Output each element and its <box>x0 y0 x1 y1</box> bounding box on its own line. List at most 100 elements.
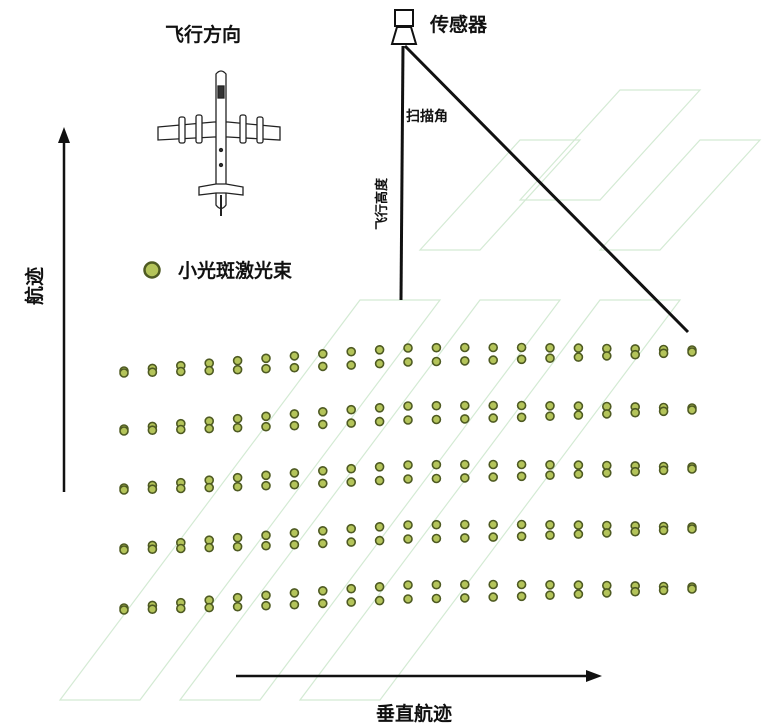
laser-spot <box>261 530 271 541</box>
laser-spot <box>545 579 555 590</box>
laser-spot <box>346 360 357 370</box>
laser-spot <box>261 353 271 364</box>
laser-spot <box>573 580 584 590</box>
laser-spot <box>289 599 300 610</box>
laser-spot <box>346 404 357 415</box>
laser-spot <box>545 353 555 364</box>
laser-spot <box>431 400 442 411</box>
flight-direction-label: 飞行方向 <box>165 23 241 46</box>
laser-spot <box>374 461 385 472</box>
laser-spot <box>147 484 158 495</box>
laser-spot <box>573 401 584 411</box>
laser-spot-grid <box>119 342 697 615</box>
laser-spot <box>459 459 470 470</box>
laser-spot <box>516 354 527 365</box>
sensor-icon <box>390 9 418 45</box>
sensor-label: 传感器 <box>429 13 488 36</box>
laser-spot <box>374 416 385 427</box>
laser-spot <box>516 591 527 602</box>
laser-spot <box>317 406 328 417</box>
laser-spot <box>516 471 527 482</box>
laser-spot <box>630 349 641 360</box>
laser-spot <box>119 426 129 436</box>
laser-spot <box>630 526 641 537</box>
track-label: 航迹 <box>23 267 46 305</box>
laser-spot <box>516 342 527 353</box>
laser-spot <box>403 534 413 544</box>
laser-spot <box>431 593 442 604</box>
legend-spot-icon <box>143 261 161 279</box>
laser-spot <box>658 465 669 476</box>
laser-spot <box>176 366 186 377</box>
laser-spot <box>204 602 214 613</box>
laser-spot <box>147 425 158 436</box>
laser-spot <box>289 479 300 490</box>
laser-spot <box>573 529 584 539</box>
laser-spot <box>573 589 584 599</box>
laser-spot <box>488 400 499 411</box>
laser-spot <box>374 581 385 592</box>
aircraft-icon <box>157 70 281 216</box>
laser-spot <box>545 470 555 481</box>
flight-height-label: 飞行高度 <box>374 177 390 230</box>
laser-spot <box>289 420 300 431</box>
laser-spot <box>346 537 357 547</box>
laser-spot <box>261 411 271 422</box>
laser-spot <box>658 585 669 596</box>
laser-spot <box>459 342 470 353</box>
laser-spot <box>431 459 442 470</box>
laser-spot <box>346 523 357 534</box>
laser-spot <box>573 460 584 470</box>
laser-spot <box>545 590 555 601</box>
laser-spot <box>459 414 470 424</box>
laser-spot <box>232 355 243 366</box>
track-arrow <box>58 127 70 492</box>
laser-spot <box>403 474 413 484</box>
laser-spot <box>374 358 385 369</box>
laser-spot <box>317 598 328 609</box>
laser-spot <box>317 538 328 549</box>
laser-spot <box>289 539 300 550</box>
laser-spot <box>687 405 697 415</box>
laser-spot <box>545 530 555 541</box>
laser-spot <box>176 483 186 494</box>
scan-angle-label: 扫描角 <box>406 108 448 125</box>
laser-spot <box>545 400 555 411</box>
laser-spot <box>346 477 357 487</box>
laser-spot <box>658 406 669 417</box>
laser-spot <box>176 603 186 614</box>
laser-spot <box>204 542 214 553</box>
cross-track-arrow <box>236 670 602 682</box>
watermark <box>58 89 762 701</box>
laser-spot <box>403 343 413 353</box>
laser-spot <box>545 459 555 470</box>
laser-spot <box>488 532 499 542</box>
laser-spot <box>516 579 527 590</box>
laser-spot <box>630 466 641 477</box>
laser-spot <box>573 469 584 479</box>
laser-spot <box>403 460 413 470</box>
laser-spot <box>346 597 357 607</box>
laser-spot <box>431 342 442 353</box>
laser-spot <box>232 601 243 612</box>
laser-spot <box>147 544 158 555</box>
laser-spot <box>431 473 442 484</box>
laser-spot <box>261 590 271 601</box>
laser-spot <box>545 519 555 530</box>
laser-spot <box>488 519 499 530</box>
laser-spot <box>289 351 300 361</box>
laser-spot <box>289 362 300 373</box>
laser-spot <box>232 364 243 375</box>
laser-spot <box>232 541 243 552</box>
laser-spot <box>630 407 641 418</box>
laser-spot <box>119 368 129 378</box>
laser-spot <box>317 419 328 430</box>
laser-spot <box>431 533 442 544</box>
laser-spot <box>459 533 470 543</box>
laser-spot <box>403 357 413 367</box>
laser-spot <box>601 588 612 598</box>
laser-spot <box>232 532 243 543</box>
laser-spot <box>431 519 442 530</box>
laser-spot <box>176 543 186 554</box>
